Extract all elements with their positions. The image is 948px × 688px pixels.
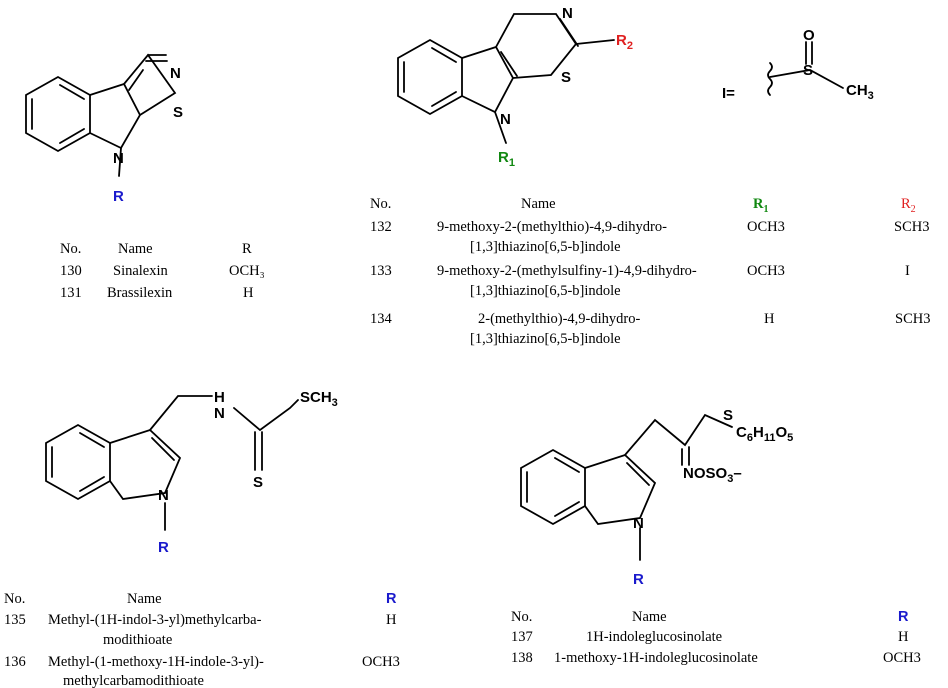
t3-header-r: R bbox=[386, 591, 397, 607]
t4-row-no: 138 bbox=[511, 650, 533, 666]
t1-header-r: R bbox=[242, 241, 252, 257]
atom-s-thione: S bbox=[253, 474, 263, 491]
t4-row-no: 137 bbox=[511, 629, 533, 645]
atom-n-indole-1: N bbox=[113, 150, 124, 167]
atom-n-indole-2: N bbox=[500, 111, 511, 128]
group-sch3: SCH3 bbox=[300, 389, 338, 409]
structure-132-134 bbox=[397, 13, 844, 144]
t3-header-name: Name bbox=[127, 591, 162, 607]
t2-row-name-line2: [1,3]thiazino[6,5-b]indole bbox=[470, 283, 621, 299]
t2-row-r1: H bbox=[764, 311, 775, 327]
t1-row-name: Brassilexin bbox=[107, 285, 173, 301]
atom-n-amine: N bbox=[214, 405, 225, 422]
t2-row-name-line2: [1,3]thiazino[6,5-b]indole bbox=[470, 239, 621, 255]
t3-row-name-line1: Methyl-(1-methoxy-1H-indole-3-yl)- bbox=[48, 654, 264, 670]
substituent-r2: R2 bbox=[616, 32, 633, 52]
group-ch3: CH3 bbox=[846, 82, 874, 102]
t2-row-r1: OCH3 bbox=[747, 219, 785, 235]
atom-s-sulfoxide: S bbox=[803, 62, 813, 79]
t1-header-name: Name bbox=[118, 241, 153, 257]
substituent-r-1: R bbox=[113, 188, 124, 205]
t1-row-no: 130 bbox=[60, 263, 82, 279]
t4-header-no: No. bbox=[511, 609, 533, 625]
t2-row-no: 134 bbox=[370, 311, 392, 327]
structure-137-138 bbox=[520, 413, 733, 561]
t4-row-name: 1-methoxy-1H-indoleglucosinolate bbox=[554, 650, 758, 666]
t2-row-name-line1: 9-methoxy-2-(methylsulfiny-1)-4,9-dihydr… bbox=[437, 263, 697, 279]
substituent-r-4: R bbox=[633, 571, 644, 588]
atom-s-thioglucoside: S bbox=[723, 407, 733, 424]
t3-header-no: No. bbox=[4, 591, 26, 607]
t1-header-no: No. bbox=[60, 241, 82, 257]
t4-row-name: 1H-indoleglucosinolate bbox=[586, 629, 723, 645]
t3-row-no: 135 bbox=[4, 612, 26, 628]
t2-header-name: Name bbox=[521, 196, 556, 212]
t3-row-r: H bbox=[386, 612, 397, 628]
t4-header-name: Name bbox=[632, 609, 667, 625]
t2-row-r2: SCH3 bbox=[895, 311, 931, 327]
group-c6h11o5: C6H11O5 bbox=[736, 424, 793, 444]
t2-row-r2: I bbox=[905, 263, 910, 279]
t3-row-name-line2: modithioate bbox=[103, 632, 173, 648]
atom-s-isothiazole: S bbox=[173, 104, 183, 121]
t1-row-name: Sinalexin bbox=[113, 263, 168, 279]
t2-row-r1: OCH3 bbox=[747, 263, 785, 279]
t2-row-no: 133 bbox=[370, 263, 392, 279]
t2-row-name-line1: 9-methoxy-2-(methylthio)-4,9-dihydro- bbox=[437, 219, 667, 235]
t4-row-r: OCH3 bbox=[883, 650, 921, 666]
structure-130-131 bbox=[25, 53, 177, 177]
atom-n-indole-4: N bbox=[633, 515, 644, 532]
t4-header-r: R bbox=[898, 609, 909, 625]
t3-row-r: OCH3 bbox=[362, 654, 400, 670]
t3-row-no: 136 bbox=[4, 654, 26, 670]
atom-s-thiazine: S bbox=[561, 69, 571, 86]
t2-row-name-line2: [1,3]thiazino[6,5-b]indole bbox=[470, 331, 621, 347]
t1-row-no: 131 bbox=[60, 285, 82, 301]
t3-row-name-line2: methylcarbamodithioate bbox=[63, 673, 204, 688]
atom-n-indole-3: N bbox=[158, 487, 169, 504]
t1-row-r: H bbox=[243, 285, 254, 301]
t4-row-r: H bbox=[898, 629, 909, 645]
t2-row-r2: SCH3 bbox=[894, 219, 930, 235]
structure-135-136 bbox=[45, 395, 299, 531]
atom-n-isothiazole: N bbox=[170, 65, 181, 82]
t1-row-r: OCH₃ bbox=[229, 263, 265, 279]
t2-header-r2: R2 bbox=[901, 196, 916, 215]
group-noso3-minus: NOSO3– bbox=[683, 465, 742, 485]
t3-row-name-line1: Methyl-(1H-indol-3-yl)methylcarba- bbox=[48, 612, 262, 628]
substituent-r1: R1 bbox=[498, 149, 515, 169]
t2-row-name-line1: 2-(methylthio)-4,9-dihydro- bbox=[478, 311, 641, 327]
atom-o-sulfoxide: O bbox=[803, 27, 815, 44]
label-i-equals: I= bbox=[722, 85, 735, 102]
atom-n-thiazine: N bbox=[562, 5, 573, 22]
t2-header-no: No. bbox=[370, 196, 392, 212]
substituent-r-3: R bbox=[158, 539, 169, 556]
atom-h-amine: H bbox=[214, 389, 225, 406]
t2-header-r1: R1 bbox=[753, 196, 769, 215]
t2-row-no: 132 bbox=[370, 219, 392, 235]
